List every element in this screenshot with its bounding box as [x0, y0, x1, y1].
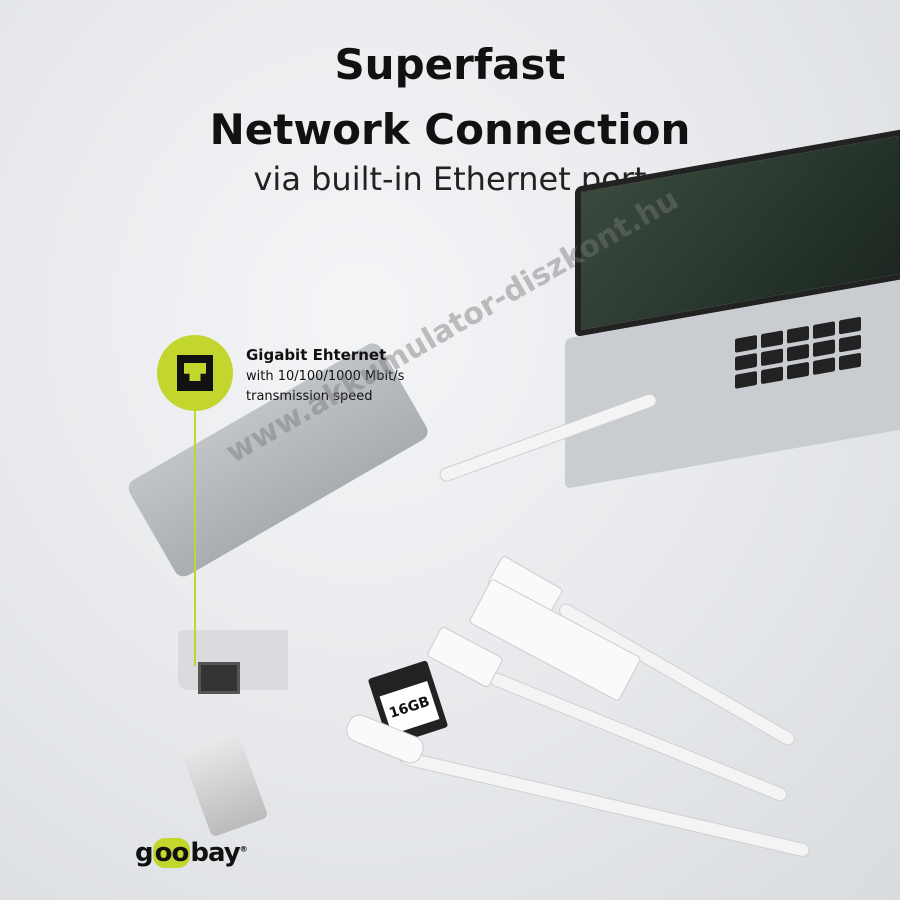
usb-c-cable-2	[398, 750, 811, 859]
headline-line1: Superfast	[334, 40, 566, 89]
logo-registered: ®	[239, 844, 248, 854]
logo-g: g	[135, 838, 154, 868]
feature-badge	[157, 335, 233, 411]
feature-line2: transmission speed	[246, 389, 373, 404]
goobay-logo: goobay®	[135, 838, 248, 868]
ethernet-port-icon	[184, 363, 206, 381]
ethernet-port	[198, 662, 240, 694]
logo-oo: oo	[152, 838, 191, 868]
feature-line1: with 10/100/1000 Mbit/s	[246, 369, 405, 384]
logo-bay: bay	[190, 838, 240, 868]
feature-title: Gigabit Ehternet	[246, 346, 387, 364]
ethernet-plug	[181, 732, 269, 838]
feature-callout: Gigabit Ehternet with 10/100/1000 Mbit/s…	[246, 346, 404, 404]
callout-line	[194, 411, 196, 666]
headline-line2: Network Connection	[209, 105, 691, 154]
